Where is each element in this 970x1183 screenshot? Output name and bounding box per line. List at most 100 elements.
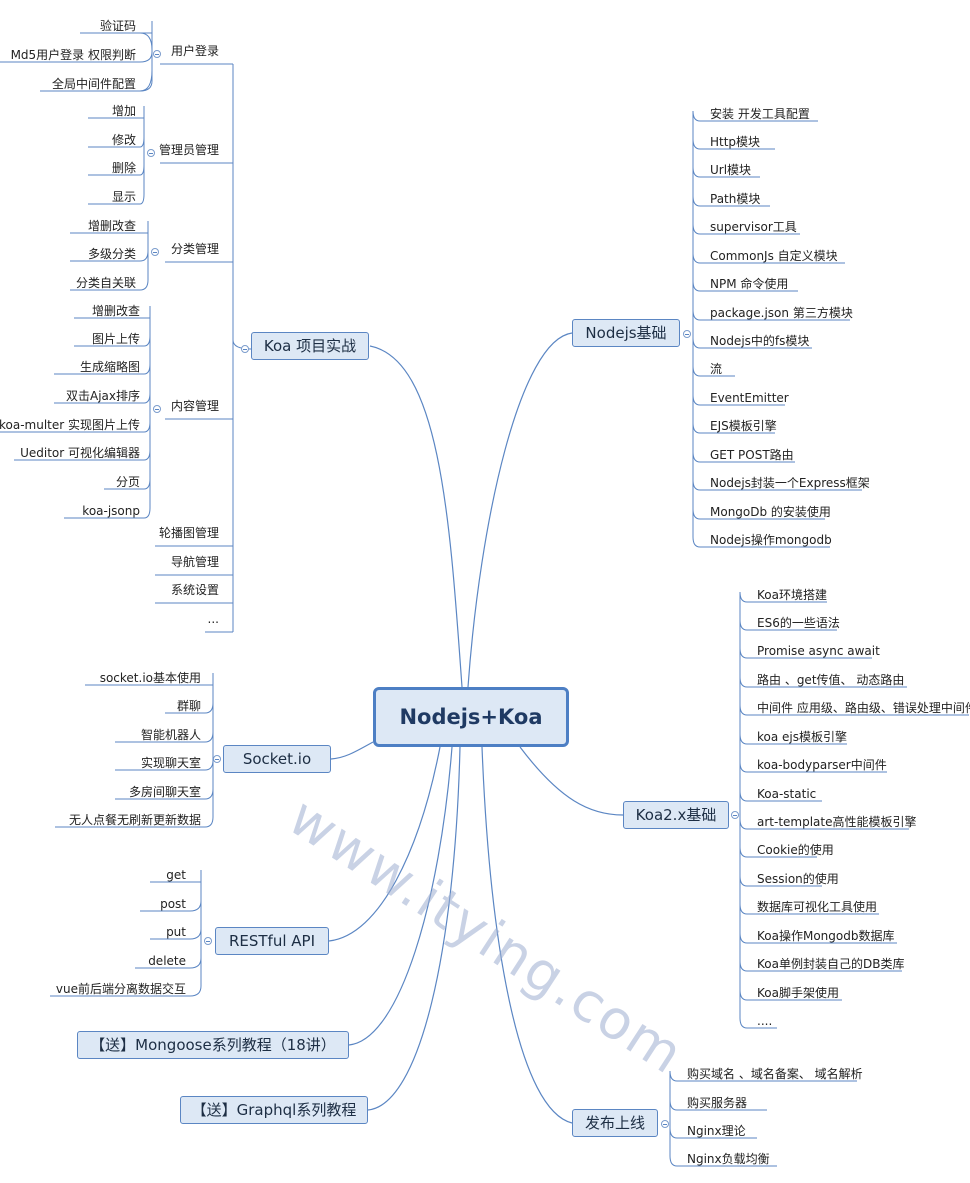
koa2-item[interactable]: Cookie的使用: [757, 843, 834, 857]
group-other[interactable]: 轮播图管理: [158, 526, 219, 540]
nodejs-item[interactable]: GET POST路由: [710, 448, 794, 462]
content-item[interactable]: 增删改查: [91, 304, 140, 318]
content-item[interactable]: Ueditor 可视化编辑器: [20, 446, 140, 460]
collapse-toggle-icon[interactable]: [731, 811, 739, 819]
topic-mongoose[interactable]: 【送】Mongoose系列教程（18讲）: [77, 1031, 349, 1059]
nodejs-item[interactable]: Path模块: [710, 192, 761, 206]
login-item[interactable]: 全局中间件配置: [51, 77, 136, 91]
koa2-item[interactable]: Promise async await: [757, 644, 880, 658]
content-item[interactable]: 分页: [115, 475, 140, 489]
group-content[interactable]: 内容管理: [170, 399, 219, 413]
socket-item[interactable]: 无人点餐无刷新更新数据: [68, 813, 201, 827]
group-other[interactable]: 系统设置: [170, 583, 219, 597]
socket-item[interactable]: 实现聊天室: [140, 756, 201, 770]
connector: [189, 957, 202, 969]
koa2-item[interactable]: art-template高性能模板引擎: [757, 815, 917, 829]
content-item[interactable]: koa-jsonp: [82, 504, 140, 518]
category-item[interactable]: 增删改查: [87, 219, 136, 233]
group-admin[interactable]: 管理员管理: [158, 143, 219, 157]
content-item[interactable]: 生成缩略图: [79, 360, 140, 374]
admin-item[interactable]: 显示: [111, 190, 136, 204]
content-item[interactable]: 图片上传: [91, 332, 140, 346]
connector: [204, 816, 214, 828]
group-other[interactable]: 导航管理: [170, 555, 219, 569]
connector: [143, 392, 151, 404]
connector: [739, 790, 748, 802]
collapse-toggle-icon[interactable]: [151, 248, 159, 256]
koa2-item[interactable]: Koa环境搭建: [757, 588, 827, 602]
admin-item[interactable]: 增加: [111, 104, 136, 118]
collapse-toggle-icon[interactable]: [241, 345, 249, 353]
rest-item[interactable]: post: [160, 897, 186, 911]
collapse-toggle-icon[interactable]: [204, 937, 212, 945]
admin-item[interactable]: 修改: [111, 133, 136, 147]
nodejs-item[interactable]: Http模块: [710, 135, 761, 149]
login-item[interactable]: Md5用户登录 权限判断: [10, 48, 136, 62]
nodejs-item[interactable]: Nodejs中的fs模块: [710, 334, 810, 348]
connector: [189, 900, 202, 912]
nodejs-item[interactable]: Url模块: [710, 163, 752, 177]
category-item[interactable]: 多级分类: [87, 247, 136, 261]
topic-koa-project[interactable]: Koa 项目实战: [251, 332, 369, 360]
koa2-item[interactable]: 数据库可视化工具使用: [757, 900, 878, 914]
koa2-item[interactable]: Koa操作Mongodb数据库: [757, 929, 895, 943]
koa2-item[interactable]: 路由 、get传值、 动态路由: [757, 673, 905, 687]
nodejs-item[interactable]: EJS模板引擎: [710, 419, 777, 433]
login-item[interactable]: 验证码: [99, 19, 136, 33]
topic-nodejs-basic[interactable]: Nodejs基础: [572, 319, 680, 347]
topic-socketio[interactable]: Socket.io: [223, 745, 331, 773]
deploy-item[interactable]: Nginx负载均衡: [687, 1152, 770, 1166]
nodejs-item[interactable]: 流: [710, 362, 723, 376]
nodejs-item[interactable]: Nodejs封装一个Express框架: [710, 476, 870, 490]
socket-item[interactable]: 群聊: [176, 699, 201, 713]
deploy-item[interactable]: Nginx理论: [687, 1124, 746, 1138]
nodejs-item[interactable]: EventEmitter: [710, 391, 789, 405]
group-user-login[interactable]: 用户登录: [170, 44, 219, 58]
nodejs-item[interactable]: supervisor工具: [710, 220, 797, 234]
socket-item[interactable]: socket.io基本使用: [99, 671, 201, 685]
nodejs-item[interactable]: package.json 第三方模块: [710, 306, 853, 320]
nodejs-item[interactable]: NPM 命令使用: [710, 277, 789, 291]
topic-koa2-basic[interactable]: Koa2.x基础: [623, 801, 729, 829]
connector: [739, 704, 748, 716]
koa2-item[interactable]: Koa单例封装自己的DB类库: [757, 957, 905, 971]
nodejs-item[interactable]: Nodejs操作mongodb: [710, 533, 832, 547]
content-item[interactable]: koa-multer 实现图片上传: [0, 418, 140, 432]
koa2-item[interactable]: koa ejs模板引擎: [757, 730, 848, 744]
topic-graphql[interactable]: 【送】Graphql系列教程: [180, 1096, 368, 1124]
collapse-toggle-icon[interactable]: [153, 50, 161, 58]
central-topic[interactable]: Nodejs+Koa: [373, 687, 569, 747]
collapse-toggle-icon[interactable]: [683, 330, 691, 338]
topic-restful[interactable]: RESTful API: [215, 927, 329, 955]
admin-item[interactable]: 删除: [111, 161, 136, 175]
connector: [189, 928, 202, 940]
koa2-item[interactable]: 中间件 应用级、路由级、错误处理中间件: [757, 701, 970, 715]
category-item[interactable]: 分类自关联: [75, 276, 136, 290]
collapse-toggle-icon[interactable]: [661, 1120, 669, 1128]
collapse-toggle-icon[interactable]: [153, 405, 161, 413]
nodejs-item[interactable]: CommonJs 自定义模块: [710, 249, 838, 263]
koa2-item[interactable]: ES6的一些语法: [757, 616, 840, 630]
collapse-toggle-icon[interactable]: [147, 149, 155, 157]
nodejs-item[interactable]: MongoDb 的安装使用: [710, 505, 831, 519]
koa2-item[interactable]: Koa脚手架使用: [757, 986, 839, 1000]
group-other[interactable]: ...: [207, 612, 219, 626]
group-category[interactable]: 分类管理: [170, 242, 219, 256]
deploy-item[interactable]: 购买服务器: [687, 1096, 748, 1110]
koa2-item[interactable]: koa-bodyparser中间件: [757, 758, 887, 772]
content-item[interactable]: 双击Ajax排序: [66, 389, 140, 403]
socket-item[interactable]: 智能机器人: [140, 728, 201, 742]
topic-deploy[interactable]: 发布上线: [572, 1109, 658, 1137]
deploy-item[interactable]: 购买域名 、域名备案、 域名解析: [687, 1067, 863, 1081]
rest-item[interactable]: delete: [148, 954, 186, 968]
collapse-toggle-icon[interactable]: [213, 755, 221, 763]
socket-item[interactable]: 多房间聊天室: [128, 785, 201, 799]
koa2-item[interactable]: ....: [757, 1014, 773, 1028]
rest-item[interactable]: put: [166, 925, 186, 939]
nodejs-item[interactable]: 安装 开发工具配置: [710, 107, 810, 121]
koa2-item[interactable]: Koa-static: [757, 787, 817, 801]
koa2-item[interactable]: Session的使用: [757, 872, 839, 886]
rest-item[interactable]: get: [166, 868, 186, 882]
rest-item[interactable]: vue前后端分离数据交互: [55, 982, 186, 996]
